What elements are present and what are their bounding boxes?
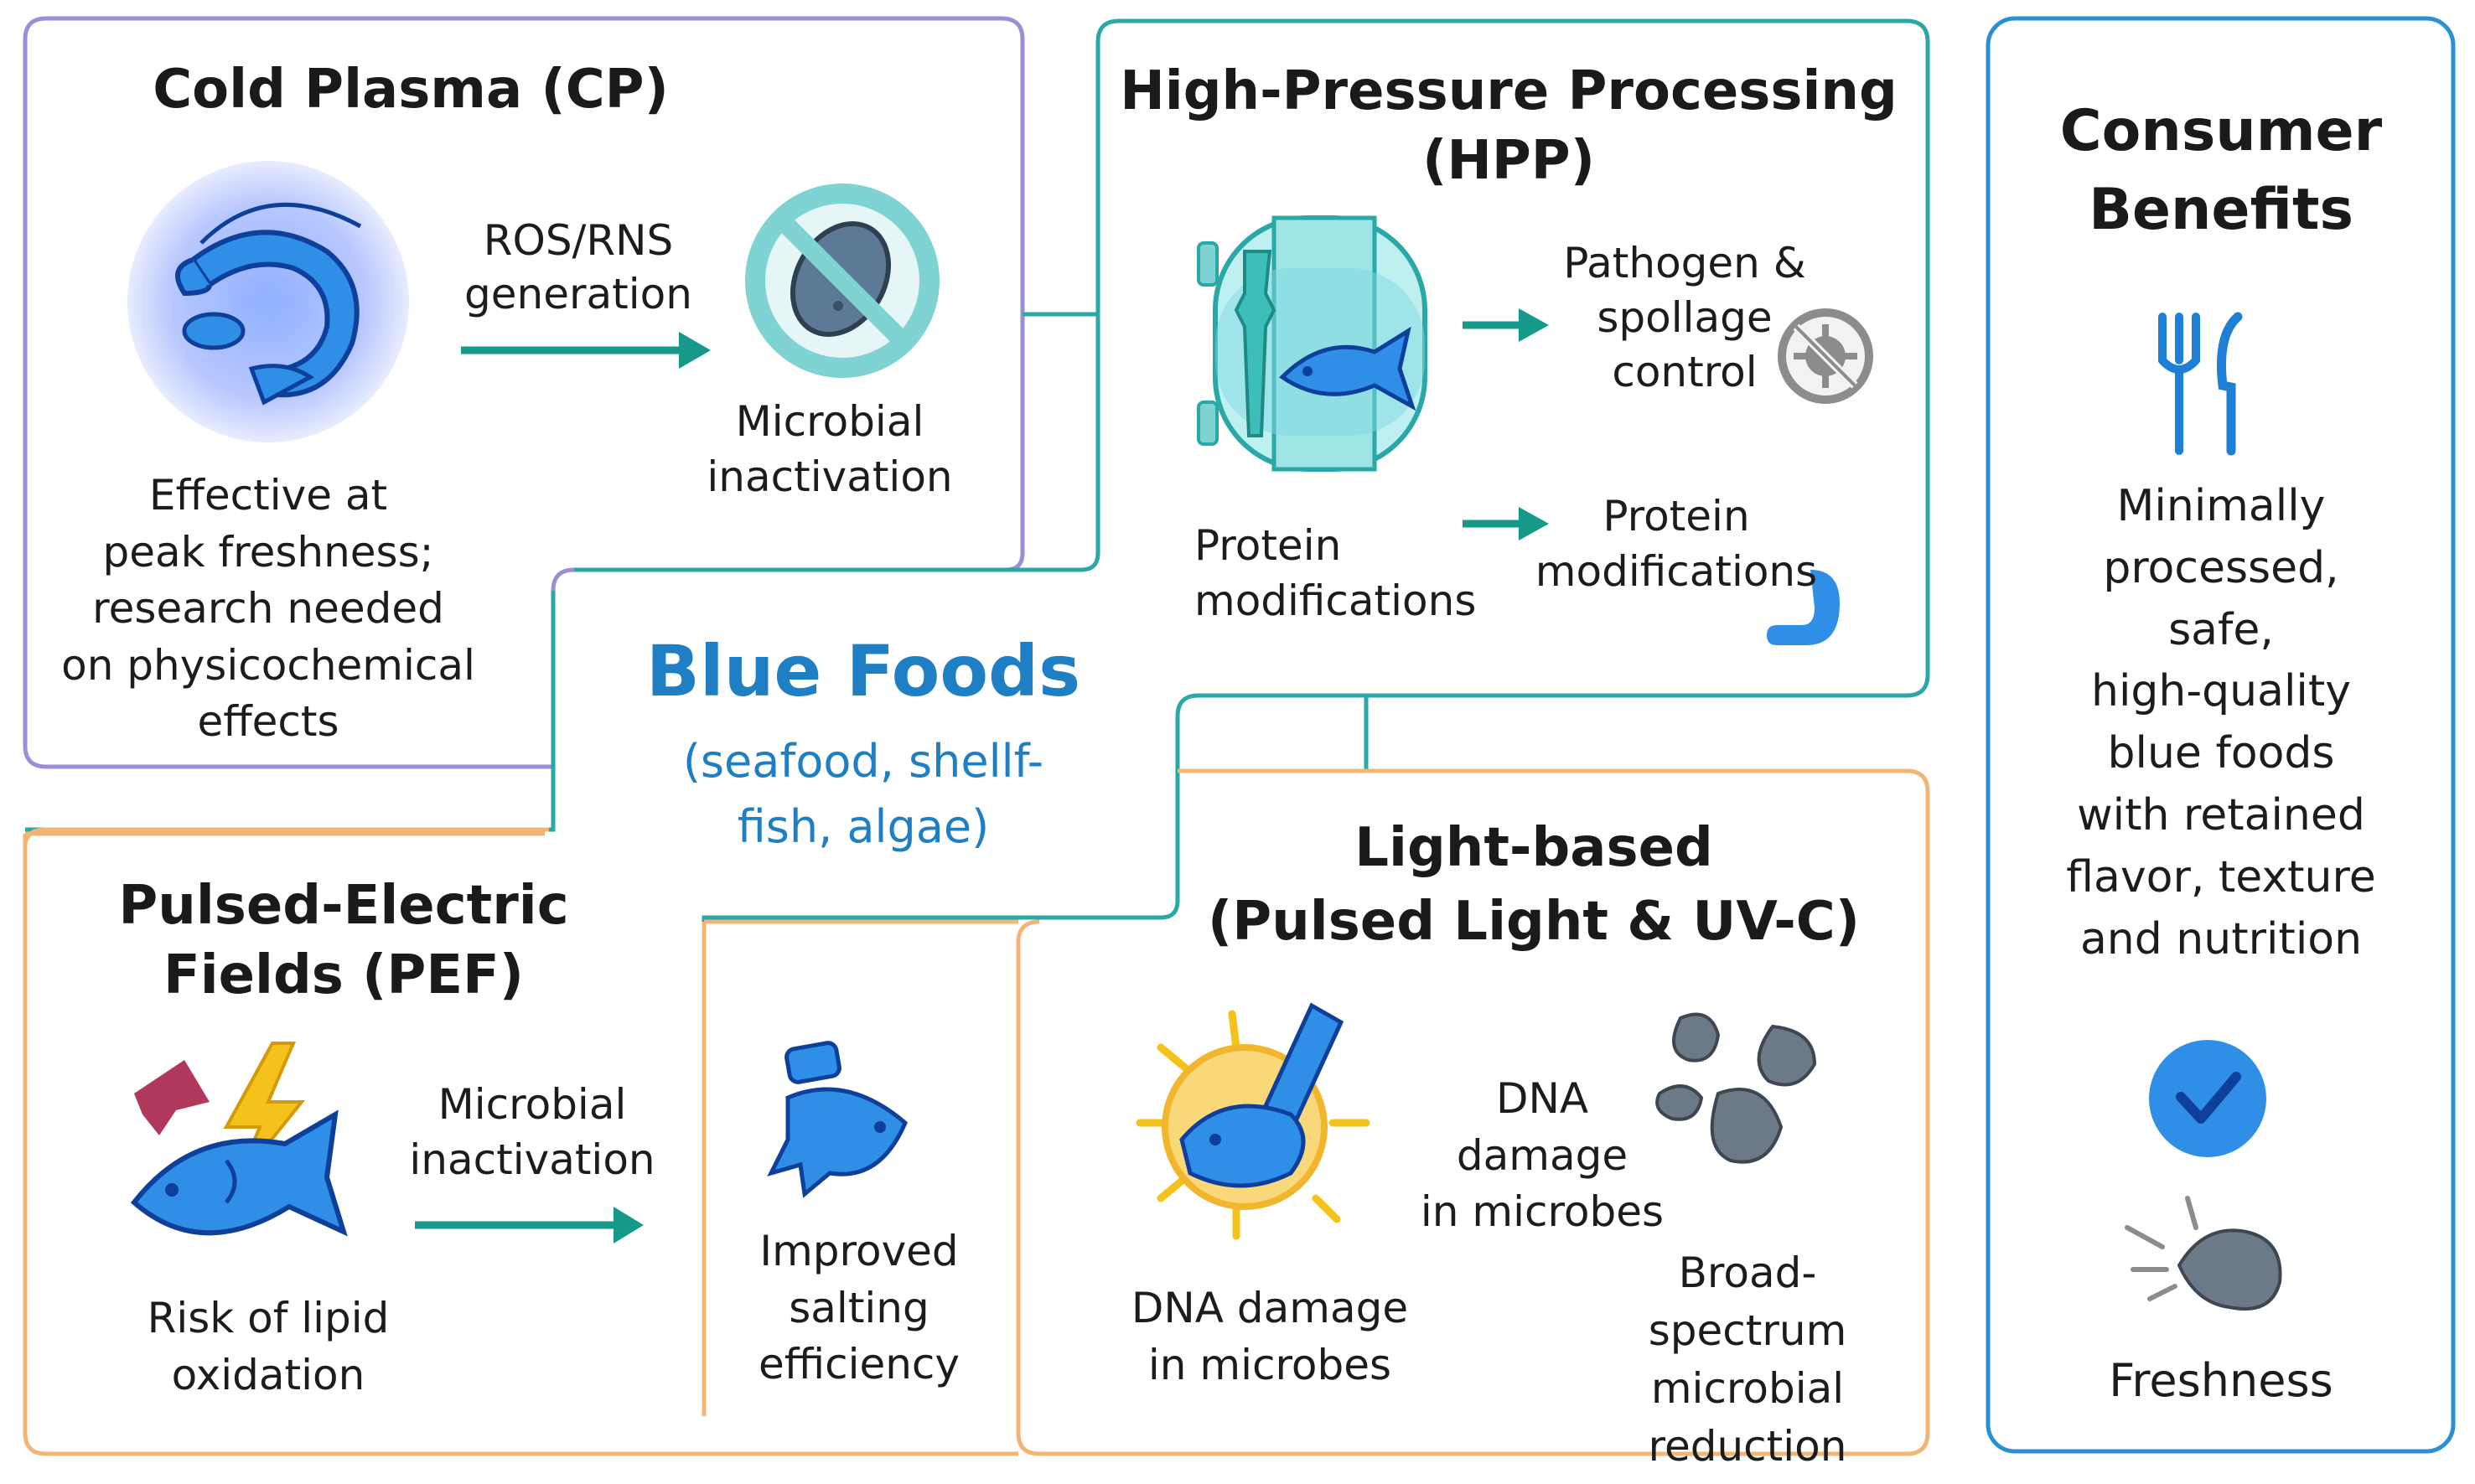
arrow-cp xyxy=(461,332,711,369)
arrow-hpp-2 xyxy=(1463,507,1549,540)
hpp-vessel-icon xyxy=(1197,215,1427,472)
lightning-fish-icon xyxy=(130,1042,348,1237)
arrow-hpp-1 xyxy=(1463,308,1549,342)
microbe-cluster-icon xyxy=(1655,1012,1817,1164)
consumer-desc: Minimally processed, safe, high-quality … xyxy=(2066,481,2376,964)
fresh-fish-icon xyxy=(2125,1196,2282,1311)
consumer-title: Consumer Benefits xyxy=(2059,98,2383,243)
uv-sun-fish-icon xyxy=(1136,1002,1370,1240)
light-right-label: Broad- spectrum microbial reduction xyxy=(1648,1249,1847,1471)
no-pathogen-icon xyxy=(1778,308,1873,404)
hub-subtitle: (seafood, shellf- fish, algae) xyxy=(682,735,1044,854)
fork-knife-icon xyxy=(2158,312,2243,456)
hpp-left-label: Protein modifications xyxy=(1194,521,1477,625)
light-border xyxy=(1016,768,1930,1456)
pef-arrow-label: Microbial inactivation xyxy=(409,1080,655,1184)
light-mid-label: DNA damage in microbes xyxy=(1420,1074,1665,1236)
protein-icon xyxy=(1767,570,1840,645)
pef-note: Risk of lipid oxidation xyxy=(147,1294,390,1399)
arrow-pef xyxy=(415,1207,644,1244)
consumer-border xyxy=(1986,16,2456,1454)
pef-title: Pulsed-Electric Fields (PEF) xyxy=(118,875,569,1007)
light-title: Light-based (Pulsed Light & UV-C) xyxy=(1208,817,1860,954)
salted-fish-icon xyxy=(767,1041,909,1198)
cp-note: Effective at peak freshness; research ne… xyxy=(61,471,475,746)
hub-title: Blue Foods xyxy=(645,630,1081,712)
shrimp-icon xyxy=(127,161,409,442)
hpp-result-1: Pathogen & spollage control xyxy=(1563,239,1806,396)
consumer-freshness: Freshness xyxy=(2109,1354,2333,1407)
no-microbe-icon xyxy=(745,184,940,378)
cold-plasma-border xyxy=(23,16,1025,769)
cp-result: Microbial inactivation xyxy=(707,397,953,501)
hpp-title: High-Pressure Processing (HPP) xyxy=(1120,60,1898,193)
hpp-result-2: Protein modifications xyxy=(1535,492,1818,596)
check-badge-icon xyxy=(2149,1040,2266,1157)
cp-arrow-label: ROS/RNS generation xyxy=(464,216,692,318)
pef-result: Improved salting efficiency xyxy=(758,1227,960,1388)
light-left-label: DNA damage in microbes xyxy=(1131,1284,1409,1389)
cold-plasma-title: Cold Plasma (CP) xyxy=(153,59,669,121)
